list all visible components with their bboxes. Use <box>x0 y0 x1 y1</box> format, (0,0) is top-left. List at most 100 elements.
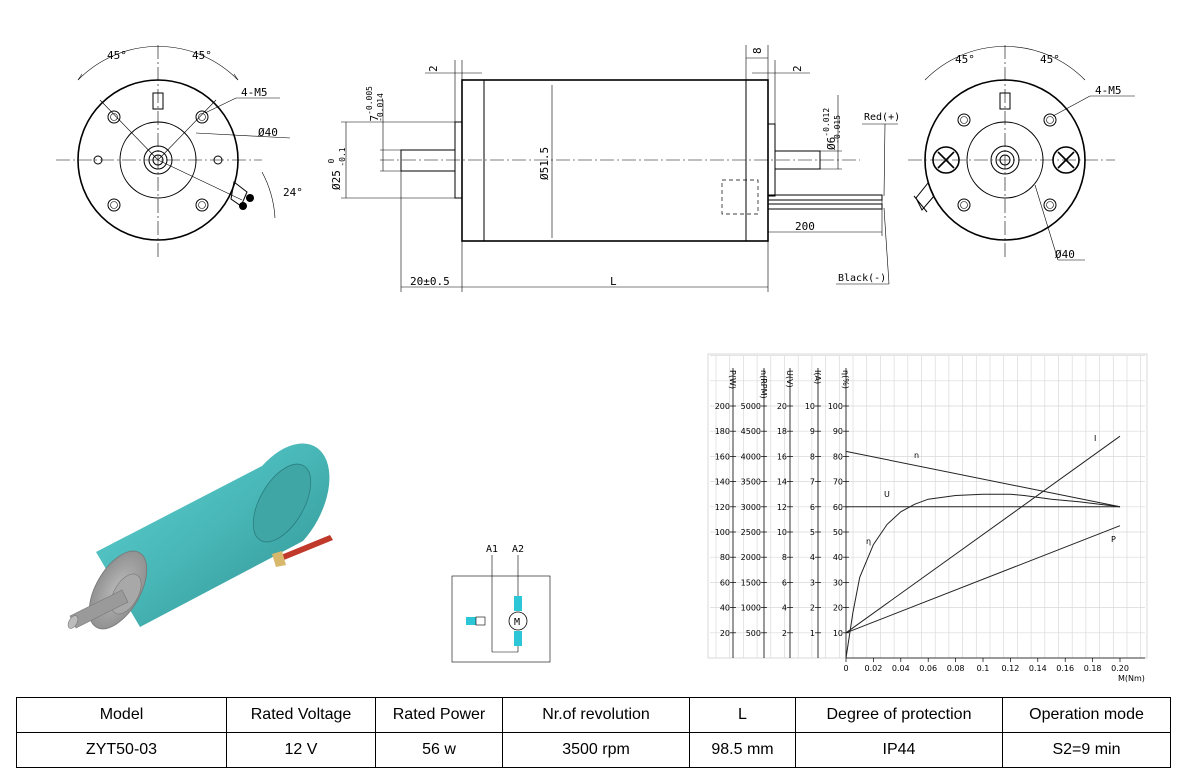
x-tick-label: 0.16 <box>1056 664 1074 673</box>
brush-holder-right <box>1052 146 1080 174</box>
x-tick-label: 0.1 <box>977 664 990 673</box>
y-tick-label: 1500 <box>741 578 761 587</box>
x-tick-label: 0.12 <box>1001 664 1019 673</box>
series-i-line <box>845 435 1121 634</box>
y-tick-label: 60 <box>833 503 843 512</box>
y-tick-label: 2000 <box>741 553 761 562</box>
y-tick-label: 140 <box>715 478 730 487</box>
y-tick-label: 16 <box>777 452 787 461</box>
front-angle-24: 24° <box>283 186 303 199</box>
y-tick-label: 160 <box>715 452 730 461</box>
motor-3d-render <box>67 443 333 630</box>
y-tick-label: 20 <box>720 629 730 638</box>
y-tick-label: 3500 <box>741 478 761 487</box>
dim-lead-length: 200 <box>795 220 815 233</box>
y-tick-label: 120 <box>715 503 730 512</box>
side-view: Ø51.5 Ø25 0-0.1 7-0.005-0.014 2 8 2 Ø6-0… <box>327 45 900 292</box>
header-protection: Degree of protection <box>795 697 1003 733</box>
x-tick-label: 0.08 <box>947 664 965 673</box>
y-tick-label: 10 <box>805 402 815 411</box>
wiring-schematic: A1 A2 M <box>451 544 551 663</box>
dim-total-length: L <box>610 275 617 288</box>
y-tick-label: 18 <box>777 427 787 436</box>
header-rated-voltage: Rated Voltage <box>226 697 376 733</box>
spec-header-row: Model Rated Voltage Rated Power Nr.of re… <box>16 697 1171 733</box>
x-tick-label: 0 <box>843 664 848 673</box>
value-length: 98.5 mm <box>689 732 796 768</box>
rear-angle-left: 45° <box>955 53 975 66</box>
rear-angle-right: 45° <box>1040 53 1060 66</box>
dim-boss-rear: 2 <box>791 65 804 72</box>
terminal-a2: A2 <box>512 544 524 555</box>
y-tick-label: 1 <box>810 629 815 638</box>
y-tick-label: 30 <box>833 578 843 587</box>
y-tick-label: 6 <box>810 503 815 512</box>
y-tick-label: 5 <box>810 528 815 537</box>
header-length: L <box>689 697 796 733</box>
y-tick-label: 200 <box>715 402 730 411</box>
y-axis-label: I(A) <box>813 370 822 384</box>
y-tick-label: 100 <box>715 528 730 537</box>
x-tick-label: 0.06 <box>919 664 937 673</box>
schematic-motor-symbol: M <box>514 617 520 628</box>
chart-x-label: M(Nm) <box>1118 674 1145 683</box>
header-revolution: Nr.of revolution <box>502 697 690 733</box>
y-tick-label: 6 <box>782 578 787 587</box>
y-tick-label: 2 <box>810 604 815 613</box>
series-label: U <box>884 490 890 499</box>
y-tick-label: 40 <box>720 604 730 613</box>
header-operation-mode: Operation mode <box>1002 697 1171 733</box>
dim-shaft-length: 20±0.5 <box>410 275 450 288</box>
dim-body-diameter: Ø51.5 <box>538 147 551 180</box>
front-holes-label: 4-M5 <box>241 86 268 99</box>
y-tick-label: 80 <box>720 553 730 562</box>
terminal-a1: A1 <box>486 544 498 555</box>
y-axis-label: η(%) <box>841 370 850 389</box>
brush-holder-left <box>932 146 960 174</box>
series-label: I <box>1094 434 1096 443</box>
y-tick-label: 50 <box>833 528 843 537</box>
x-tick-label: 0.02 <box>864 664 882 673</box>
dim-rear-shaft: Ø6-0.012-0.015 <box>822 108 842 150</box>
header-model: Model <box>16 697 227 733</box>
spec-table: Model Rated Voltage Rated Power Nr.of re… <box>16 697 1171 768</box>
value-model: ZYT50-03 <box>16 732 227 768</box>
y-tick-label: 40 <box>833 553 843 562</box>
dim-key: 7-0.005-0.014 <box>365 86 385 122</box>
y-tick-label: 4 <box>810 553 815 562</box>
y-tick-label: 80 <box>833 452 843 461</box>
y-tick-label: 90 <box>833 427 843 436</box>
y-axis-label: n(RPM) <box>759 370 768 399</box>
y-tick-label: 60 <box>720 578 730 587</box>
y-tick-label: 1000 <box>741 604 761 613</box>
x-tick-label: 0.20 <box>1111 664 1129 673</box>
value-protection: IP44 <box>795 732 1003 768</box>
value-rated-voltage: 12 V <box>226 732 376 768</box>
series-n-line <box>845 450 1121 508</box>
y-tick-label: 70 <box>833 478 843 487</box>
y-axis-label: P(W) <box>728 370 737 389</box>
y-tick-label: 14 <box>777 478 787 487</box>
rear-holes-label: 4-M5 <box>1095 84 1122 97</box>
value-rated-power: 56 w <box>375 732 503 768</box>
front-pcd-label: Ø40 <box>258 126 278 139</box>
y-tick-label: 10 <box>777 528 787 537</box>
y-tick-label: 4 <box>782 604 787 613</box>
x-tick-label: 0.04 <box>892 664 910 673</box>
y-tick-label: 180 <box>715 427 730 436</box>
front-view: 45° 45° 4-M5 Ø40 24° <box>56 45 303 258</box>
y-tick-label: 2 <box>782 629 787 638</box>
y-tick-label: 4000 <box>741 452 761 461</box>
series-label: η <box>866 537 871 546</box>
rear-lead-exit <box>913 182 935 213</box>
front-angle-right: 45° <box>192 49 212 62</box>
y-tick-label: 9 <box>810 427 815 436</box>
spec-value-row: ZYT50-03 12 V 56 w 3500 rpm 98.5 mm IP44… <box>16 732 1171 768</box>
value-operation-mode: S2=9 min <box>1002 732 1171 768</box>
y-tick-label: 5000 <box>741 402 761 411</box>
y-tick-label: 500 <box>746 629 761 638</box>
series-label: P <box>1111 535 1116 544</box>
